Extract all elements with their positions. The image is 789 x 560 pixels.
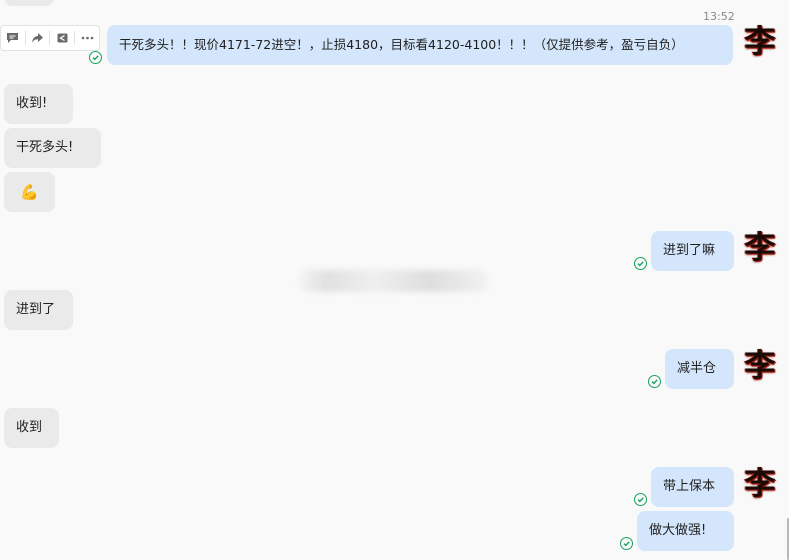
incoming-message-bubble[interactable]: 进到了 — [4, 290, 73, 330]
more-icon[interactable] — [75, 26, 99, 50]
quote-icon[interactable] — [50, 26, 74, 50]
toolbar-divider — [24, 31, 26, 45]
incoming-message-bubble[interactable]: 干死多头! — [4, 128, 101, 168]
read-check-icon — [634, 493, 647, 506]
message-timestamp: 13:52 — [703, 10, 735, 23]
read-check-icon — [620, 537, 633, 550]
scrollbar[interactable] — [787, 518, 789, 560]
message-action-toolbar — [0, 25, 100, 51]
previous-message-bubble[interactable] — [4, 0, 54, 6]
read-check-icon — [634, 257, 647, 270]
message-text: 减半仓 — [677, 361, 717, 376]
toolbar-divider — [74, 31, 76, 45]
flexed-biceps-emoji: 💪 — [20, 183, 39, 201]
incoming-message-bubble[interactable]: 收到 — [4, 408, 59, 448]
avatar[interactable]: 李 — [744, 466, 776, 502]
avatar[interactable]: 李 — [744, 230, 776, 266]
outgoing-message-bubble[interactable]: 干死多头！！现价4171-72进空！，止损4180，目标看4120-4100！！… — [107, 25, 733, 65]
incoming-emoji-bubble[interactable]: 💪 — [4, 172, 55, 212]
message-text: 干死多头! — [16, 140, 74, 155]
avatar[interactable]: 李 — [744, 348, 776, 384]
message-text: 收到! — [16, 96, 48, 111]
message-text: 干死多头！！现价4171-72进空！，止损4180，目标看4120-4100！！… — [119, 37, 684, 52]
read-check-icon — [89, 51, 102, 64]
outgoing-message-bubble[interactable]: 进到了嘛 — [651, 231, 734, 271]
message-text: 收到 — [16, 420, 43, 435]
forward-icon[interactable] — [26, 26, 50, 50]
message-text: 带上保本 — [663, 479, 716, 494]
incoming-message-bubble[interactable]: 收到! — [4, 84, 73, 124]
message-text: 进到了 — [16, 302, 56, 317]
outgoing-message-bubble[interactable]: 减半仓 — [665, 349, 734, 389]
outgoing-message-bubble[interactable]: 做大做强! — [637, 511, 734, 551]
toolbar-divider — [49, 31, 51, 45]
comment-icon[interactable] — [1, 26, 25, 50]
read-check-icon — [648, 375, 661, 388]
message-text: 做大做强! — [649, 523, 707, 538]
blurred-system-notice — [298, 270, 488, 292]
outgoing-message-bubble[interactable]: 带上保本 — [651, 467, 734, 507]
avatar[interactable]: 李 — [744, 24, 776, 60]
message-text: 进到了嘛 — [663, 243, 716, 258]
